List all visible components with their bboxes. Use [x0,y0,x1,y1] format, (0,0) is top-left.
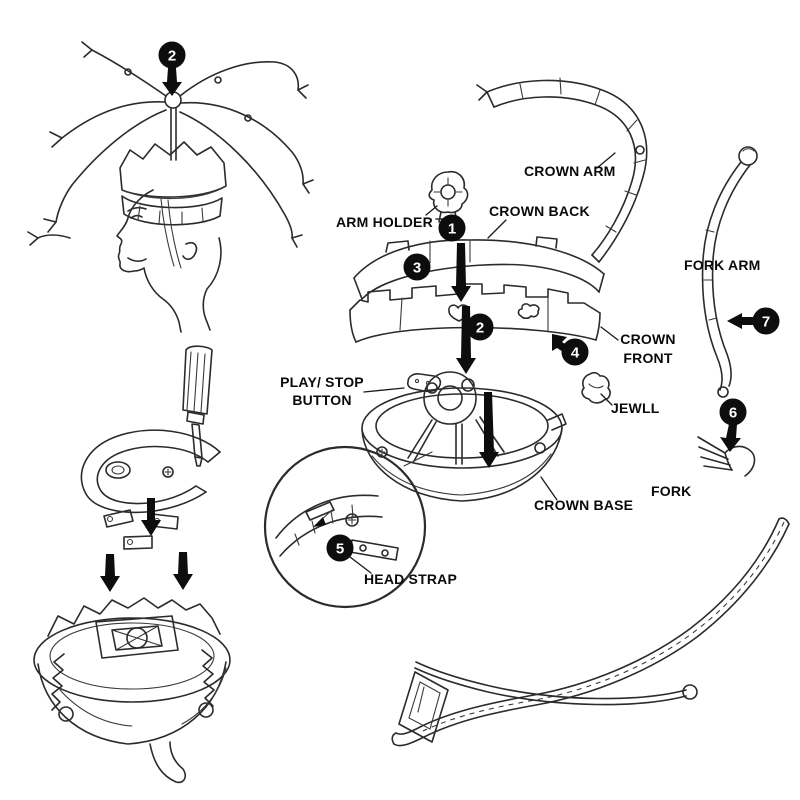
crown-base-label: CROWN BASE [534,497,633,513]
crown-back-label: CROWN BACK [489,203,590,219]
label-leader-lines [349,152,619,574]
worn-device-illustration [27,41,314,333]
svg-text:2: 2 [476,320,484,337]
assembly-arrows [451,243,760,468]
step2-head-arrow [162,68,182,96]
play-stop-label-line2: BUTTON [292,392,351,408]
step-badge-4: 4 [561,338,589,366]
tag-parts [103,509,179,550]
head-strap-label: HEAD STRAP [364,571,457,587]
svg-text:5: 5 [336,541,344,558]
step-badge-2: 2 [466,313,494,341]
play-stop-button-part [406,373,442,393]
bottom-left-arrows [100,498,193,592]
step-badge-7: 7 [752,307,780,335]
part-labels: ARM HOLDER CROWN BACK CROWN ARM FORK ARM… [280,163,760,587]
fork-label: FORK [651,483,691,499]
step-badge-head-2: 2 [158,41,186,69]
jewel-part [581,371,611,404]
crown-arm-label: CROWN ARM [524,163,616,179]
svg-text:3: 3 [413,260,421,277]
svg-text:2: 2 [168,48,176,65]
step-badge-5: 5 [326,534,354,562]
svg-text:7: 7 [762,314,770,331]
step-badge-3: 3 [403,253,431,281]
crown-back-part [353,236,605,300]
head-strap-magnifier-detail [263,445,433,609]
crown-base-part [361,371,567,502]
step-badge-6: 6 [719,398,747,426]
crown-arm-part [476,77,648,263]
fork-arm-label: FORK ARM [684,257,761,273]
head-strap-part [391,517,790,747]
svg-text:6: 6 [729,405,737,422]
crown-front-label-line1: CROWN [620,331,675,347]
fork-arm-part [701,146,758,398]
screwdriver [182,345,213,467]
step-badges: 2 1 3 2 4 5 6 7 [158,41,780,562]
jewll-label: JEWLL [611,400,660,416]
crown-front-label-line2: FRONT [623,350,672,366]
svg-text:1: 1 [448,221,456,238]
svg-text:4: 4 [571,345,580,362]
assembled-base-part [33,597,231,784]
step-badge-1: 1 [438,214,466,242]
arm-holder-label: ARM HOLDER [336,214,433,230]
c-ring-part [80,429,221,514]
arm-holder-part [428,170,469,223]
play-stop-label-line1: PLAY/ STOP [280,374,364,390]
